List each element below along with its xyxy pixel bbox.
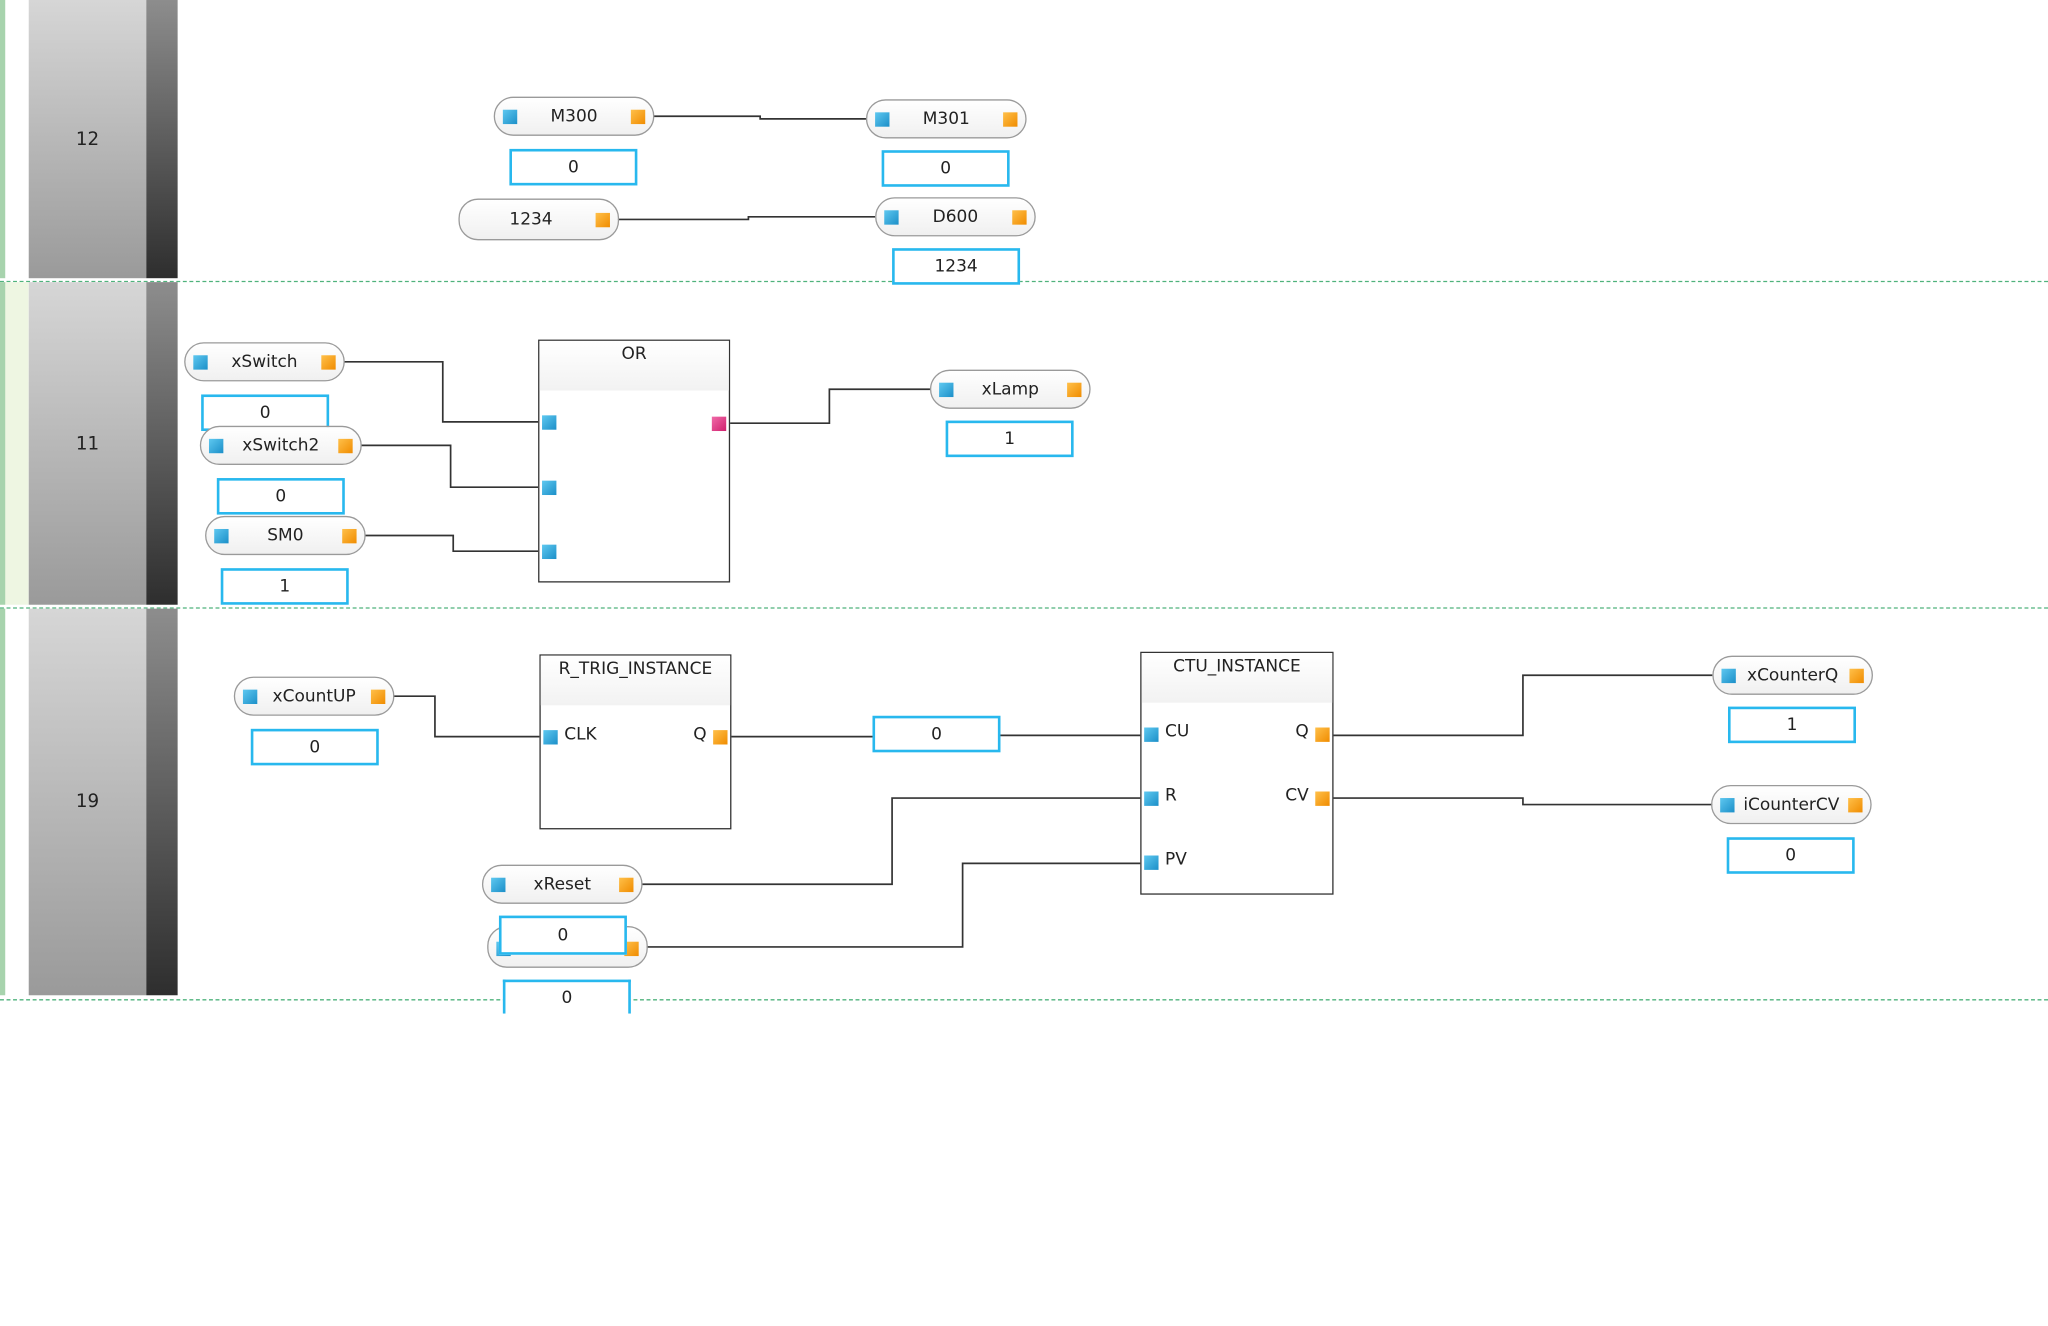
- pin-label-cu: CU: [1165, 722, 1190, 742]
- or-function-block[interactable]: OR: [538, 339, 731, 583]
- value-icountercv[interactable]: 0: [1726, 837, 1855, 874]
- variable-label: xLamp: [981, 379, 1039, 400]
- output-pin[interactable]: [321, 355, 336, 370]
- network-separator: [0, 999, 2048, 1001]
- variable-label: xSwitch2: [242, 435, 320, 456]
- output-pin[interactable]: [1012, 210, 1027, 225]
- value-pv-input[interactable]: 0: [498, 915, 627, 955]
- r-trig-function-block[interactable]: R_TRIG_INSTANCE CLK Q: [539, 654, 732, 830]
- output-pin[interactable]: [595, 212, 610, 228]
- pin-label-cv: CV: [1285, 786, 1309, 806]
- value-xreset[interactable]: 0: [502, 979, 631, 1014]
- output-pin[interactable]: [1067, 382, 1082, 398]
- variable-m300[interactable]: M300: [493, 96, 655, 136]
- variable-m301[interactable]: M301: [865, 99, 1027, 139]
- network-bar: [0, 0, 6, 279]
- constant-label: 1234: [509, 209, 553, 230]
- value-xlamp[interactable]: 1: [945, 420, 1074, 458]
- output-pin[interactable]: [370, 689, 386, 704]
- value-sm0[interactable]: 1: [220, 568, 349, 605]
- input-pin[interactable]: [214, 528, 229, 544]
- variable-xswitch2[interactable]: xSwitch2: [199, 425, 362, 465]
- clk-input-pin[interactable]: [543, 730, 558, 745]
- variable-label: M301: [922, 109, 970, 129]
- network-number: 12: [28, 0, 147, 279]
- network-12[interactable]: 12: [0, 0, 2048, 279]
- output-pin[interactable]: [624, 941, 639, 957]
- variable-label: M300: [550, 106, 598, 127]
- variable-xreset[interactable]: xReset: [481, 864, 643, 904]
- input-pin[interactable]: [884, 210, 899, 225]
- input-pin[interactable]: [1720, 798, 1735, 813]
- block-title: CTU_INSTANCE: [1141, 653, 1333, 703]
- network-separator: [0, 280, 2048, 283]
- variable-label: SM0: [267, 525, 304, 546]
- input-pin[interactable]: [1721, 668, 1736, 684]
- output-pin[interactable]: [630, 109, 646, 125]
- input-pin[interactable]: [208, 438, 224, 454]
- output-pin[interactable]: [1848, 798, 1863, 813]
- output-pin[interactable]: [1003, 112, 1018, 127]
- input-pin[interactable]: [502, 109, 518, 125]
- or-input-pin-3[interactable]: [542, 544, 557, 560]
- constant-1234[interactable]: 1234: [458, 198, 620, 241]
- output-pin[interactable]: [1849, 668, 1864, 684]
- network-number: 11: [28, 282, 147, 605]
- pin-label-pv: PV: [1165, 850, 1187, 870]
- variable-d600[interactable]: D600: [875, 197, 1036, 237]
- variable-xcounterq[interactable]: xCounterQ: [1712, 655, 1873, 695]
- value-m300[interactable]: 0: [509, 148, 638, 186]
- ctu-function-block[interactable]: CTU_INSTANCE CU R PV Q CV: [1140, 651, 1334, 895]
- variable-xlamp[interactable]: xLamp: [929, 369, 1091, 409]
- variable-label: xSwitch: [231, 351, 298, 372]
- q-output-pin[interactable]: [1315, 727, 1330, 742]
- network-number: 19: [28, 608, 147, 996]
- network-side-strip: [146, 0, 178, 279]
- network-separator: [0, 607, 2048, 609]
- value-d600[interactable]: 1234: [892, 248, 1021, 285]
- variable-label: D600: [932, 207, 979, 227]
- pin-label-q: Q: [1295, 722, 1309, 742]
- output-pin[interactable]: [619, 877, 634, 893]
- pin-label-clk: CLK: [564, 724, 597, 745]
- cu-input-pin[interactable]: [1144, 727, 1159, 742]
- network-side-strip: [146, 608, 178, 996]
- value-rtrig-q[interactable]: 0: [872, 715, 1001, 753]
- variable-xswitch[interactable]: xSwitch: [184, 342, 345, 382]
- pv-input-pin[interactable]: [1144, 855, 1159, 870]
- input-pin[interactable]: [242, 689, 258, 704]
- value-m301[interactable]: 0: [881, 150, 1010, 187]
- variable-label: xReset: [533, 874, 592, 895]
- pin-label-r: R: [1165, 786, 1177, 806]
- pin-label-q: Q: [693, 724, 707, 745]
- input-pin[interactable]: [193, 355, 208, 370]
- block-title: R_TRIG_INSTANCE: [540, 655, 731, 706]
- output-pin[interactable]: [338, 438, 353, 454]
- variable-label: xCounterQ: [1747, 665, 1839, 686]
- input-pin[interactable]: [875, 112, 890, 127]
- variable-label: xCountUP: [272, 686, 356, 706]
- network-bar: [0, 608, 6, 996]
- variable-label: iCounterCV: [1743, 794, 1840, 815]
- network-bar: [0, 282, 6, 605]
- q-output-pin[interactable]: [713, 730, 728, 745]
- value-xswitch2[interactable]: 0: [216, 478, 345, 515]
- network-side-strip: [146, 282, 178, 605]
- variable-sm0[interactable]: SM0: [205, 515, 366, 556]
- or-input-pin-2[interactable]: [542, 480, 557, 496]
- value-xcountup[interactable]: 0: [250, 728, 379, 766]
- r-input-pin[interactable]: [1144, 791, 1159, 806]
- variable-icountercv[interactable]: iCounterCV: [1711, 784, 1872, 825]
- block-title: OR: [539, 340, 729, 391]
- output-pin[interactable]: [342, 528, 357, 544]
- input-pin[interactable]: [939, 382, 954, 398]
- input-pin[interactable]: [491, 877, 506, 893]
- value-xcounterq[interactable]: 1: [1727, 706, 1856, 744]
- or-input-pin-1[interactable]: [542, 415, 557, 430]
- cv-output-pin[interactable]: [1315, 791, 1330, 806]
- or-output-pin[interactable]: [711, 416, 727, 432]
- variable-xcountup[interactable]: xCountUP: [233, 676, 395, 716]
- network-19[interactable]: 19: [0, 608, 2048, 996]
